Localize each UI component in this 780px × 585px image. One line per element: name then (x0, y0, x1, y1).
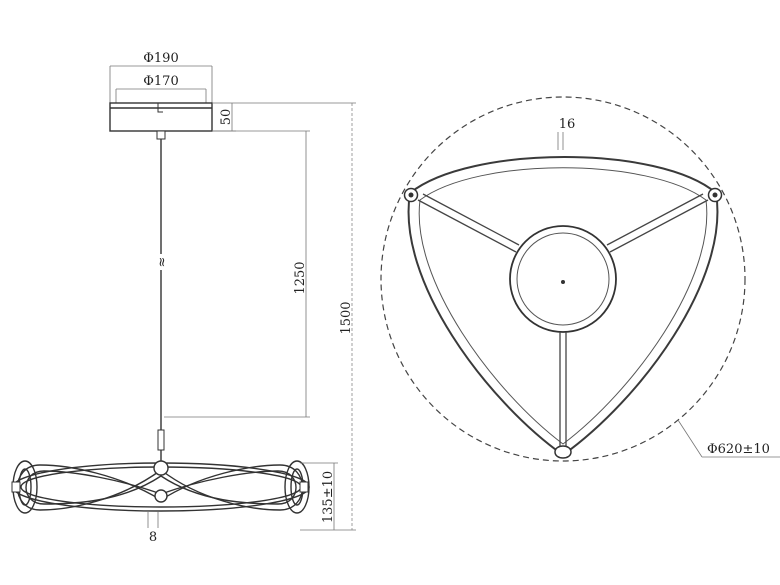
canopy (109, 102, 213, 140)
overall-diameter-label: Φ620±10 (707, 442, 770, 457)
top-view: 16 Φ620±10 (380, 96, 780, 462)
frame-joints (403, 187, 723, 459)
triangular-frame (407, 156, 719, 457)
canopy-outer-diameter-label: Φ190 (143, 51, 178, 66)
cable-length-dimension: 1250 (164, 130, 310, 418)
fixture-height-dimension: 135±10 (300, 462, 338, 530)
total-height-label: 1500 (339, 301, 354, 334)
cable-break-symbol: ≈ (155, 257, 170, 268)
profile-width-label: 16 (559, 117, 576, 132)
canopy-diameter-dimensions: Φ190 Φ170 (109, 51, 213, 103)
canopy-height-dimension: 50 (212, 102, 236, 132)
pendant-fixture (11, 450, 310, 514)
total-height-dimension: 1500 (236, 102, 356, 531)
canopy-inner-diameter-label: Φ170 (143, 74, 178, 89)
profile-width-dimension: 16 (557, 117, 576, 150)
canopy-height-label: 50 (219, 109, 234, 126)
overall-diameter-circle (380, 96, 746, 462)
ring-thickness-label: 8 (149, 530, 157, 545)
overall-diameter-leader: Φ620±10 (677, 419, 780, 458)
ring-thickness-dimension: 8 (147, 512, 159, 545)
suspension-cable: ≈ (155, 139, 170, 451)
frame-spokes (417, 193, 709, 446)
side-view: Φ190 Φ170 50 ≈ (11, 51, 356, 545)
cable-length-label: 1250 (293, 261, 308, 294)
fixture-height-label: 135±10 (321, 471, 336, 523)
center-hub (509, 225, 617, 333)
